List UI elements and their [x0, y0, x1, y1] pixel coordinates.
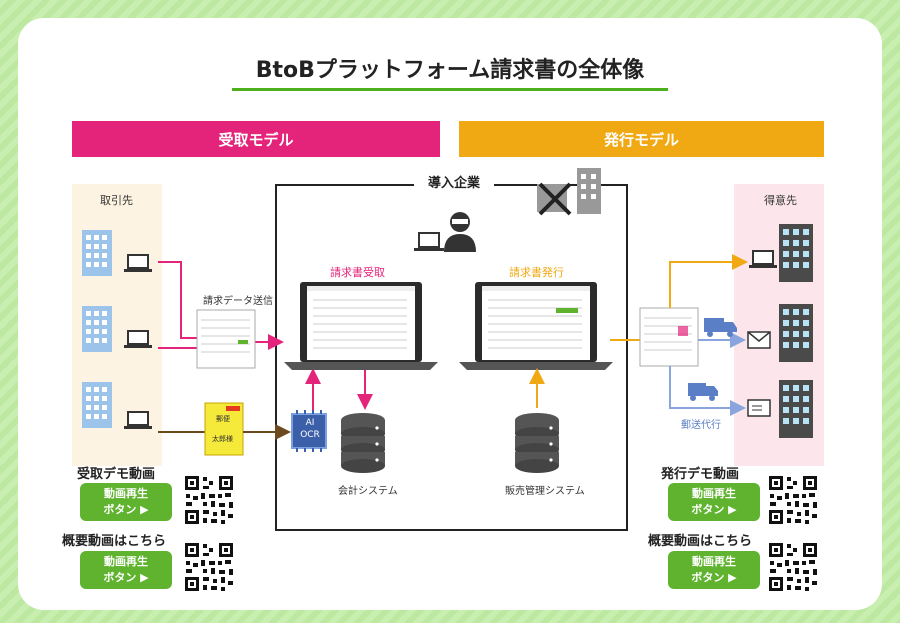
receive-demo-play-button[interactable]: 動画再生 ボタン ▶ [80, 483, 172, 521]
company-label: 導入企業 [414, 172, 494, 191]
issue-overview-play-button[interactable]: 動画再生 ボタン ▶ [668, 551, 760, 589]
invoice-data-document-icon [196, 309, 256, 369]
play-line2: ボタン ▶ [691, 503, 737, 516]
supplier-label: 取引先 [100, 194, 133, 207]
mail-icon [747, 331, 771, 349]
customer-building-2 [779, 304, 813, 362]
issue-screen-label: 請求書発行 [509, 266, 564, 279]
envelope-bottom-label: 太郎様 [212, 435, 233, 443]
truck-icon-2 [688, 383, 718, 401]
customer-building-3 [779, 380, 813, 438]
receive-laptop [284, 282, 438, 370]
play-line1: 動画再生 [692, 487, 736, 500]
ocr-label: OCR [300, 430, 320, 440]
issued-invoice-document-icon [639, 307, 699, 367]
page-title: BtoBプラットフォーム請求書の全体像 [255, 58, 645, 83]
user-at-laptop-icon [414, 212, 476, 252]
play-line1: 動画再生 [104, 487, 148, 500]
receive-data-lines [158, 261, 284, 350]
qr-receive-demo[interactable] [183, 474, 235, 526]
issue-model-banner: 発行モデル [459, 121, 824, 157]
play-line1: 動画再生 [692, 555, 736, 568]
truck-icon-1 [704, 318, 737, 337]
play-line1: 動画再生 [104, 555, 148, 568]
accounting-system-db-icon [341, 413, 385, 473]
no-building-icon [537, 168, 601, 216]
receive-overview-play-button[interactable]: 動画再生 ボタン ▶ [80, 551, 172, 589]
customer-label: 得意先 [764, 194, 797, 207]
data-send-label: 請求データ送信 [203, 296, 273, 307]
receive-demo-title: 受取デモ動画 [77, 467, 156, 482]
ai-label: AI [305, 418, 315, 428]
envelope-icon [204, 402, 244, 456]
sales-system-db-icon [515, 413, 559, 473]
sales-system-label: 販売管理システム [505, 486, 585, 497]
issue-laptop [459, 282, 613, 370]
receive-overview-title: 概要動画はこちら [62, 534, 167, 549]
supplier-building-3 [82, 382, 152, 429]
customer-building-1 [749, 224, 813, 282]
play-line2: ボタン ▶ [103, 503, 149, 516]
envelope-top-label: 郵便 [216, 415, 230, 423]
supplier-building-2 [82, 306, 152, 352]
qr-issue-demo[interactable] [767, 474, 819, 526]
issue-overview-title: 概要動画はこちら [648, 534, 753, 549]
receive-model-banner: 受取モデル [72, 121, 440, 157]
qr-issue-overview[interactable] [767, 541, 819, 593]
mail-agent-label: 郵送代行 [681, 420, 721, 431]
accounting-system-label: 会計システム [338, 486, 398, 497]
issue-demo-play-button[interactable]: 動画再生 ボタン ▶ [668, 483, 760, 521]
play-line2: ボタン ▶ [691, 571, 737, 584]
supplier-building-1 [82, 230, 152, 276]
play-line2: ボタン ▶ [103, 571, 149, 584]
postcard-icon [747, 399, 771, 417]
receive-screen-label: 請求書受取 [330, 266, 385, 279]
qr-receive-overview[interactable] [183, 541, 235, 593]
ai-ocr-chip-icon [291, 410, 327, 452]
title-underline [232, 88, 668, 91]
issue-demo-title: 発行デモ動画 [661, 467, 740, 482]
